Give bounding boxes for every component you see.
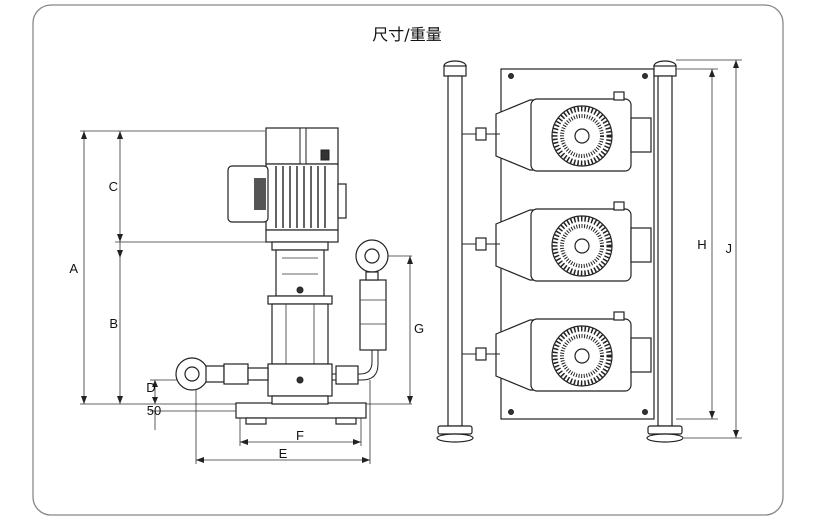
right-manifold <box>657 75 673 427</box>
label-H: H <box>697 237 706 252</box>
label-A: A <box>69 261 78 276</box>
inlet-valve <box>223 363 249 385</box>
drawing-title: 尺寸/重量 <box>372 25 441 44</box>
label-F: F <box>296 428 304 443</box>
pump-body <box>271 303 329 365</box>
base-plate <box>235 402 367 419</box>
front-view <box>436 59 742 443</box>
label-B: B <box>109 316 118 331</box>
left-manifold <box>447 75 463 427</box>
pump-unit-3 <box>462 311 652 392</box>
label-G: G <box>414 321 424 336</box>
label-J: J <box>726 241 733 256</box>
pump-unit-2 <box>462 201 652 282</box>
outlet-valve <box>359 279 387 351</box>
motor-body <box>265 163 339 231</box>
label-C: C <box>109 179 118 194</box>
pump-unit-1 <box>462 91 652 172</box>
label-D: D <box>146 380 155 395</box>
side-view <box>80 127 413 464</box>
label-50: 50 <box>147 403 161 418</box>
label-E: E <box>279 446 288 461</box>
drawing-frame <box>32 4 784 516</box>
